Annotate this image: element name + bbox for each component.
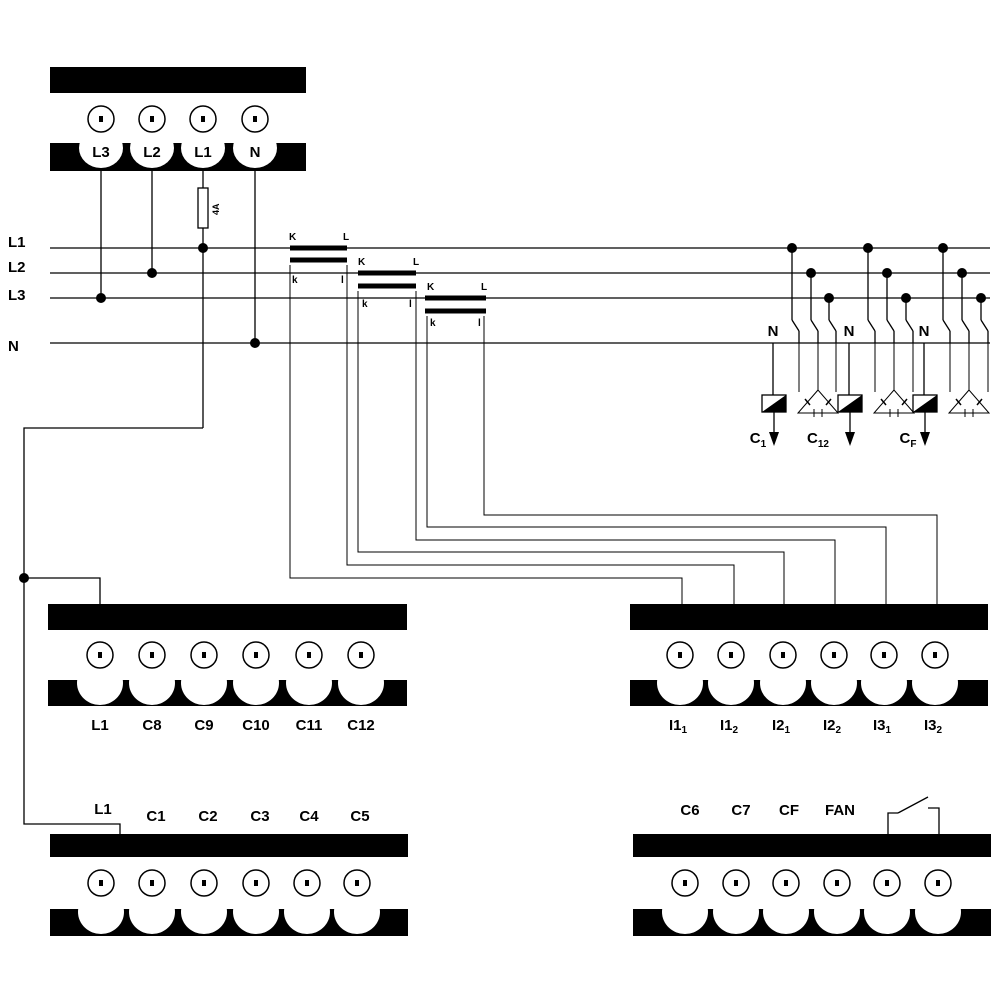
stage-label: C12 <box>807 430 829 450</box>
ct-terminal-k: K <box>289 232 297 243</box>
current-input-label: I21 <box>772 717 791 736</box>
current-input-terminal <box>657 641 703 705</box>
terminal-label: C1 <box>146 808 165 825</box>
current-input-block: I11 I12 I21 I22 I31 I32 <box>630 604 988 736</box>
supply-terminal-screw <box>130 105 174 168</box>
stage-label: C1 <box>750 430 767 450</box>
capacitor-stage: N C1 <box>750 243 840 450</box>
current-input-terminal <box>861 641 907 705</box>
relay-terminal <box>129 641 175 705</box>
output-terminal <box>864 869 910 934</box>
fuse-rating: 4A <box>211 203 221 215</box>
current-input-label: I32 <box>924 717 943 736</box>
bus-label-n: N <box>8 338 19 355</box>
ct-terminal-k-sec: k <box>292 275 298 286</box>
current-input-terminal <box>760 641 806 705</box>
current-input-label: I12 <box>720 717 739 736</box>
current-input-label: I11 <box>669 717 688 736</box>
relay-terminal <box>286 641 332 705</box>
terminal-label: C3 <box>250 808 269 825</box>
supply-terminal-screw <box>233 105 277 168</box>
relay-terminal <box>181 869 227 934</box>
relay-terminal <box>181 641 227 705</box>
ct-terminal-k: K <box>358 257 366 268</box>
output-terminal <box>713 869 759 934</box>
terminal-label: CF <box>779 802 799 819</box>
supply-terminal-block: L3 L2 L1 N <box>50 67 306 171</box>
relay-block-top: L1 C8 C9 C10 C11 C12 <box>48 604 407 734</box>
supply-terminal-screw <box>79 105 123 168</box>
terminal-label: C4 <box>299 808 319 825</box>
terminal-label: L1 <box>91 717 109 734</box>
output-terminal <box>915 869 961 934</box>
alarm-contact-icon <box>887 796 940 834</box>
relay-terminal <box>338 641 384 705</box>
relay-terminal <box>78 869 124 934</box>
relay-terminal <box>77 641 123 705</box>
ct-terminal-l: L <box>413 257 419 268</box>
current-transformer-2: K L k l <box>358 257 419 310</box>
current-input-terminal <box>912 641 958 705</box>
terminal-label: FAN <box>825 802 855 819</box>
ct-terminal-l-sec: l <box>409 299 412 310</box>
stage-neutral-label: N <box>768 323 779 340</box>
ct-terminal-l-sec: l <box>478 318 481 329</box>
capacitor-stage: N C12 <box>807 243 916 450</box>
relay-terminal <box>233 641 279 705</box>
supply-terminal-label: N <box>250 144 261 161</box>
current-input-terminal <box>708 641 754 705</box>
terminal-label: C11 <box>296 717 323 734</box>
terminal-label: C8 <box>142 717 161 734</box>
supply-terminal-label: L3 <box>92 144 110 161</box>
supply-terminal-label: L2 <box>143 144 161 161</box>
relay-block-bottom: L1 C1 C2 C3 C4 C5 <box>50 801 408 936</box>
terminal-label: C7 <box>731 802 750 819</box>
supply-terminal-screw <box>181 105 225 168</box>
output-block-bottom: C6 C7 CF FAN <box>633 796 991 936</box>
stage-neutral-label: N <box>844 323 855 340</box>
current-transformer-3: K L k l <box>425 282 487 329</box>
terminal-label: L1 <box>94 801 112 818</box>
ct-terminal-k: K <box>427 282 435 293</box>
terminal-label: C9 <box>194 717 213 734</box>
supply-terminal-label: L1 <box>194 144 212 161</box>
terminal-label: C2 <box>198 808 217 825</box>
ct-terminal-k-sec: k <box>430 318 436 329</box>
terminal-label: C5 <box>350 808 369 825</box>
capacitor-stages: N C1 N C12 N CF <box>750 243 991 450</box>
current-input-label: I31 <box>873 717 892 736</box>
relay-terminal <box>334 869 380 934</box>
output-terminal <box>662 869 708 934</box>
terminal-label: C6 <box>680 802 699 819</box>
fuse: 4A <box>197 187 221 229</box>
current-input-label: I22 <box>823 717 842 736</box>
bus-label-l1: L1 <box>8 234 26 251</box>
relay-terminal <box>129 869 175 934</box>
terminal-label: C10 <box>242 717 270 734</box>
bus-label-l3: L3 <box>8 287 26 304</box>
ct-terminal-l: L <box>343 232 349 243</box>
capacitor-stage: N CF <box>900 243 991 450</box>
bus-label-l2: L2 <box>8 259 26 276</box>
current-transformer-1: K L k l <box>289 232 349 286</box>
relay-terminal <box>233 869 279 934</box>
output-terminal <box>763 869 809 934</box>
ct-terminal-l: L <box>481 282 487 293</box>
current-input-terminal <box>811 641 857 705</box>
ct-terminal-k-sec: k <box>362 299 368 310</box>
supply-drops <box>19 171 260 834</box>
current-transformers: K L k l K L k l K L k l <box>289 232 938 604</box>
output-terminal <box>814 869 860 934</box>
terminal-label: C12 <box>347 717 375 734</box>
relay-terminal <box>284 869 330 934</box>
stage-label: CF <box>900 430 917 450</box>
stage-neutral-label: N <box>919 323 930 340</box>
ct-terminal-l-sec: l <box>341 275 344 286</box>
